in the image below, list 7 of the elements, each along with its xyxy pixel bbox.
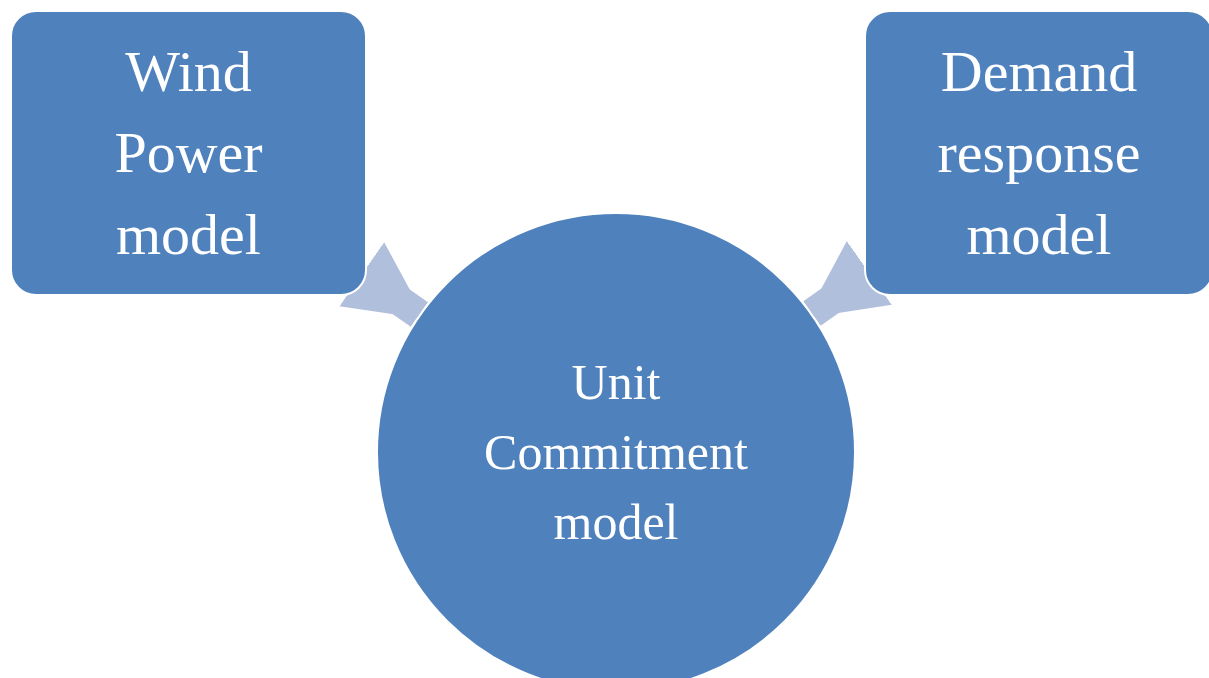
node-label: Demand response model (936, 38, 1142, 269)
block-arrow (339, 242, 428, 327)
node-label: Wind Power model (113, 38, 264, 269)
model-box (864, 10, 1209, 296)
model-box (10, 10, 367, 296)
node-label: Unit Commitment model (483, 353, 749, 552)
block-arrow (803, 241, 892, 326)
